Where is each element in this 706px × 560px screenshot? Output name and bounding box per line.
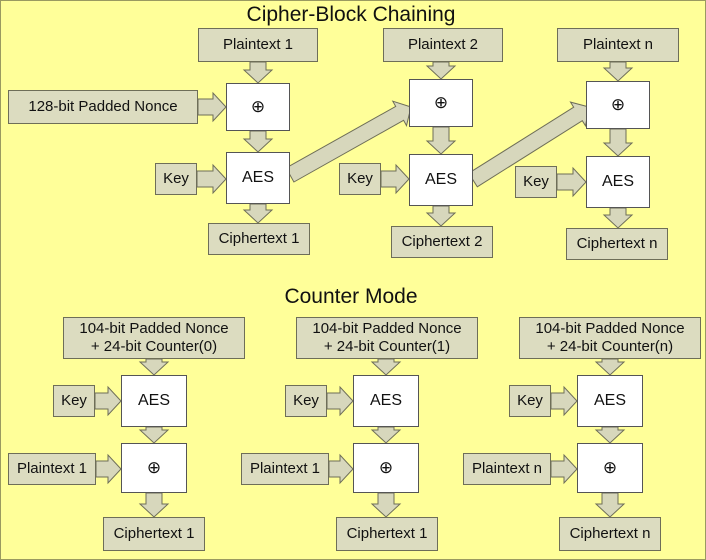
arrow-cbc-aes2-ct2 bbox=[425, 205, 457, 227]
arrow-cbc-chain-1 bbox=[285, 100, 412, 183]
arrow-cbc-key1-aes1 bbox=[196, 163, 227, 195]
ctr-nonce-0-line2: + 24-bit Counter(0) bbox=[90, 338, 218, 355]
arrow-ctr-nonce-aes-0 bbox=[138, 358, 170, 376]
ctr-xor-0: ⊕ bbox=[121, 443, 187, 493]
arrow-cbc-p2-xor2 bbox=[425, 61, 457, 80]
arrow-cbc-key2-aes2 bbox=[380, 163, 410, 195]
arrow-ctr-key-aes-0 bbox=[94, 385, 122, 417]
ctr-ciphertext-0: Ciphertext 1 bbox=[103, 517, 205, 551]
cbc-ciphertext-n: Ciphertext n bbox=[566, 228, 668, 260]
cbc-key-2: Key bbox=[339, 163, 381, 195]
arrow-cbc-pn-xorn bbox=[602, 61, 634, 82]
cbc-xor-1: ⊕ bbox=[226, 83, 290, 131]
ctr-aes-0: AES bbox=[121, 375, 187, 427]
arrow-ctr-nonce-aes-1 bbox=[370, 358, 402, 376]
arrow-ctr-xor-ct-0 bbox=[138, 492, 170, 518]
ctr-nonce-1-line2: + 24-bit Counter(1) bbox=[323, 338, 451, 355]
cbc-aes-2: AES bbox=[409, 154, 473, 206]
cbc-xor-n: ⊕ bbox=[586, 81, 650, 129]
cbc-title: Cipher-Block Chaining bbox=[246, 3, 456, 26]
arrow-cbc-xor2-aes2 bbox=[425, 126, 457, 155]
cbc-ciphertext-1: Ciphertext 1 bbox=[208, 223, 310, 255]
arrow-cbc-xorn-aesn bbox=[602, 128, 634, 157]
cbc-key-1: Key bbox=[155, 163, 197, 195]
arrow-cbc-xor1-aes1 bbox=[242, 130, 274, 153]
ctr-nonce-n: 104-bit Padded Nonce + 24-bit Counter(n) bbox=[519, 317, 701, 359]
ctr-key-n: Key bbox=[509, 385, 551, 417]
cbc-xor-2: ⊕ bbox=[409, 79, 473, 127]
arrow-cbc-p1-xor1 bbox=[242, 61, 274, 84]
ctr-xor-1: ⊕ bbox=[353, 443, 419, 493]
ctr-nonce-n-line2: + 24-bit Counter(n) bbox=[546, 338, 674, 355]
arrow-cbc-keyn-aesn bbox=[556, 166, 587, 198]
arrow-ctr-aes-xor-0 bbox=[138, 426, 170, 444]
cbc-ciphertext-2: Ciphertext 2 bbox=[391, 226, 493, 258]
ctr-key-1: Key bbox=[285, 385, 327, 417]
ctr-plaintext-n: Plaintext n bbox=[463, 453, 551, 485]
ctr-ciphertext-1: Ciphertext 1 bbox=[336, 517, 438, 551]
arrow-ctr-key-aes-1 bbox=[326, 385, 354, 417]
ctr-key-0: Key bbox=[53, 385, 95, 417]
arrow-ctr-xor-ct-1 bbox=[370, 492, 402, 518]
cbc-plaintext-2: Plaintext 2 bbox=[383, 28, 503, 62]
arrow-ctr-aes-xor-1 bbox=[370, 426, 402, 444]
cbc-aes-n: AES bbox=[586, 156, 650, 208]
arrow-cbc-chain-2 bbox=[468, 101, 590, 188]
cbc-nonce: 128-bit Padded Nonce bbox=[8, 90, 198, 124]
ctr-nonce-0: 104-bit Padded Nonce + 24-bit Counter(0) bbox=[63, 317, 245, 359]
cbc-aes-1: AES bbox=[226, 152, 290, 204]
cbc-plaintext-n: Plaintext n bbox=[557, 28, 679, 62]
arrow-ctr-nonce-aes-n bbox=[594, 358, 626, 376]
ctr-nonce-0-line1: 104-bit Padded Nonce bbox=[79, 320, 229, 337]
arrow-cbc-aesn-ctn bbox=[602, 207, 634, 229]
arrow-cbc-aes1-ct1 bbox=[242, 203, 274, 224]
arrow-ctr-aes-xor-n bbox=[594, 426, 626, 444]
ctr-aes-1: AES bbox=[353, 375, 419, 427]
cbc-plaintext-1: Plaintext 1 bbox=[198, 28, 318, 62]
cbc-key-n: Key bbox=[515, 166, 557, 198]
arrow-ctr-pt-xor-0 bbox=[95, 453, 122, 485]
ctr-nonce-1: 104-bit Padded Nonce + 24-bit Counter(1) bbox=[296, 317, 478, 359]
ctr-nonce-1-line1: 104-bit Padded Nonce bbox=[312, 320, 462, 337]
arrow-ctr-pt-xor-1 bbox=[328, 453, 354, 485]
arrow-ctr-xor-ct-n bbox=[594, 492, 626, 518]
ctr-aes-n: AES bbox=[577, 375, 643, 427]
ctr-xor-n: ⊕ bbox=[577, 443, 643, 493]
arrow-ctr-key-aes-n bbox=[550, 385, 578, 417]
ctr-plaintext-0: Plaintext 1 bbox=[8, 453, 96, 485]
arrow-ctr-pt-xor-n bbox=[550, 453, 578, 485]
arrow-cbc-nonce-xor1 bbox=[197, 91, 227, 123]
ctr-ciphertext-n: Ciphertext n bbox=[559, 517, 661, 551]
ctr-plaintext-1: Plaintext 1 bbox=[241, 453, 329, 485]
ctr-nonce-n-line1: 104-bit Padded Nonce bbox=[535, 320, 685, 337]
ctr-title: Counter Mode bbox=[284, 285, 418, 308]
